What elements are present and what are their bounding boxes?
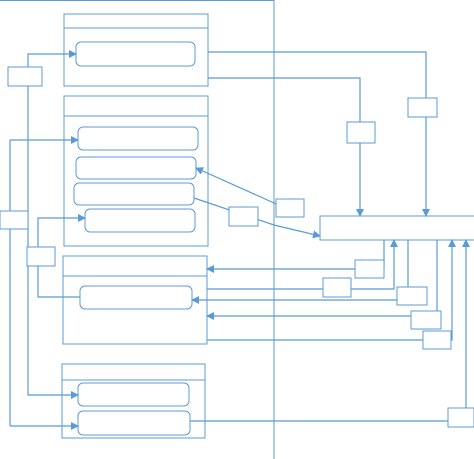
box-4-to-hub [193, 197, 321, 239]
label-box-7 [228, 206, 259, 227]
swimlane-frame [0, 0, 275, 459]
label-box-3 [26, 246, 56, 267]
label-box-1 [7, 66, 43, 87]
process-box-4 [73, 182, 195, 206]
feed-to-box-7 [27, 228, 79, 399]
label-box-11 [410, 310, 442, 330]
label-box-6 [275, 198, 305, 218]
process-box-7 [77, 382, 190, 407]
feed-to-box-1 [27, 50, 77, 228]
label-box-9 [322, 277, 352, 298]
connector-labels [0, 66, 474, 428]
group-3-to-hub-b [207, 239, 456, 341]
label-box-2 [0, 210, 29, 230]
label-box-13 [447, 407, 474, 428]
group-1-to-hub [208, 77, 364, 217]
process-box-1 [75, 41, 196, 67]
label-box-12 [422, 330, 452, 350]
label-box-8 [354, 259, 385, 279]
hub-box [319, 215, 474, 241]
label-box-5 [346, 121, 376, 144]
group-3-to-hub-a [207, 239, 398, 290]
process-box-6 [79, 285, 193, 310]
process-box-2 [77, 126, 199, 151]
process-box-5 [84, 208, 196, 233]
process-box-3 [75, 156, 197, 180]
label-box-4 [407, 97, 438, 118]
label-box-10 [396, 286, 428, 306]
process-boxes [73, 41, 199, 436]
process-box-8 [77, 410, 191, 436]
group-1-to-far-right [208, 51, 430, 217]
